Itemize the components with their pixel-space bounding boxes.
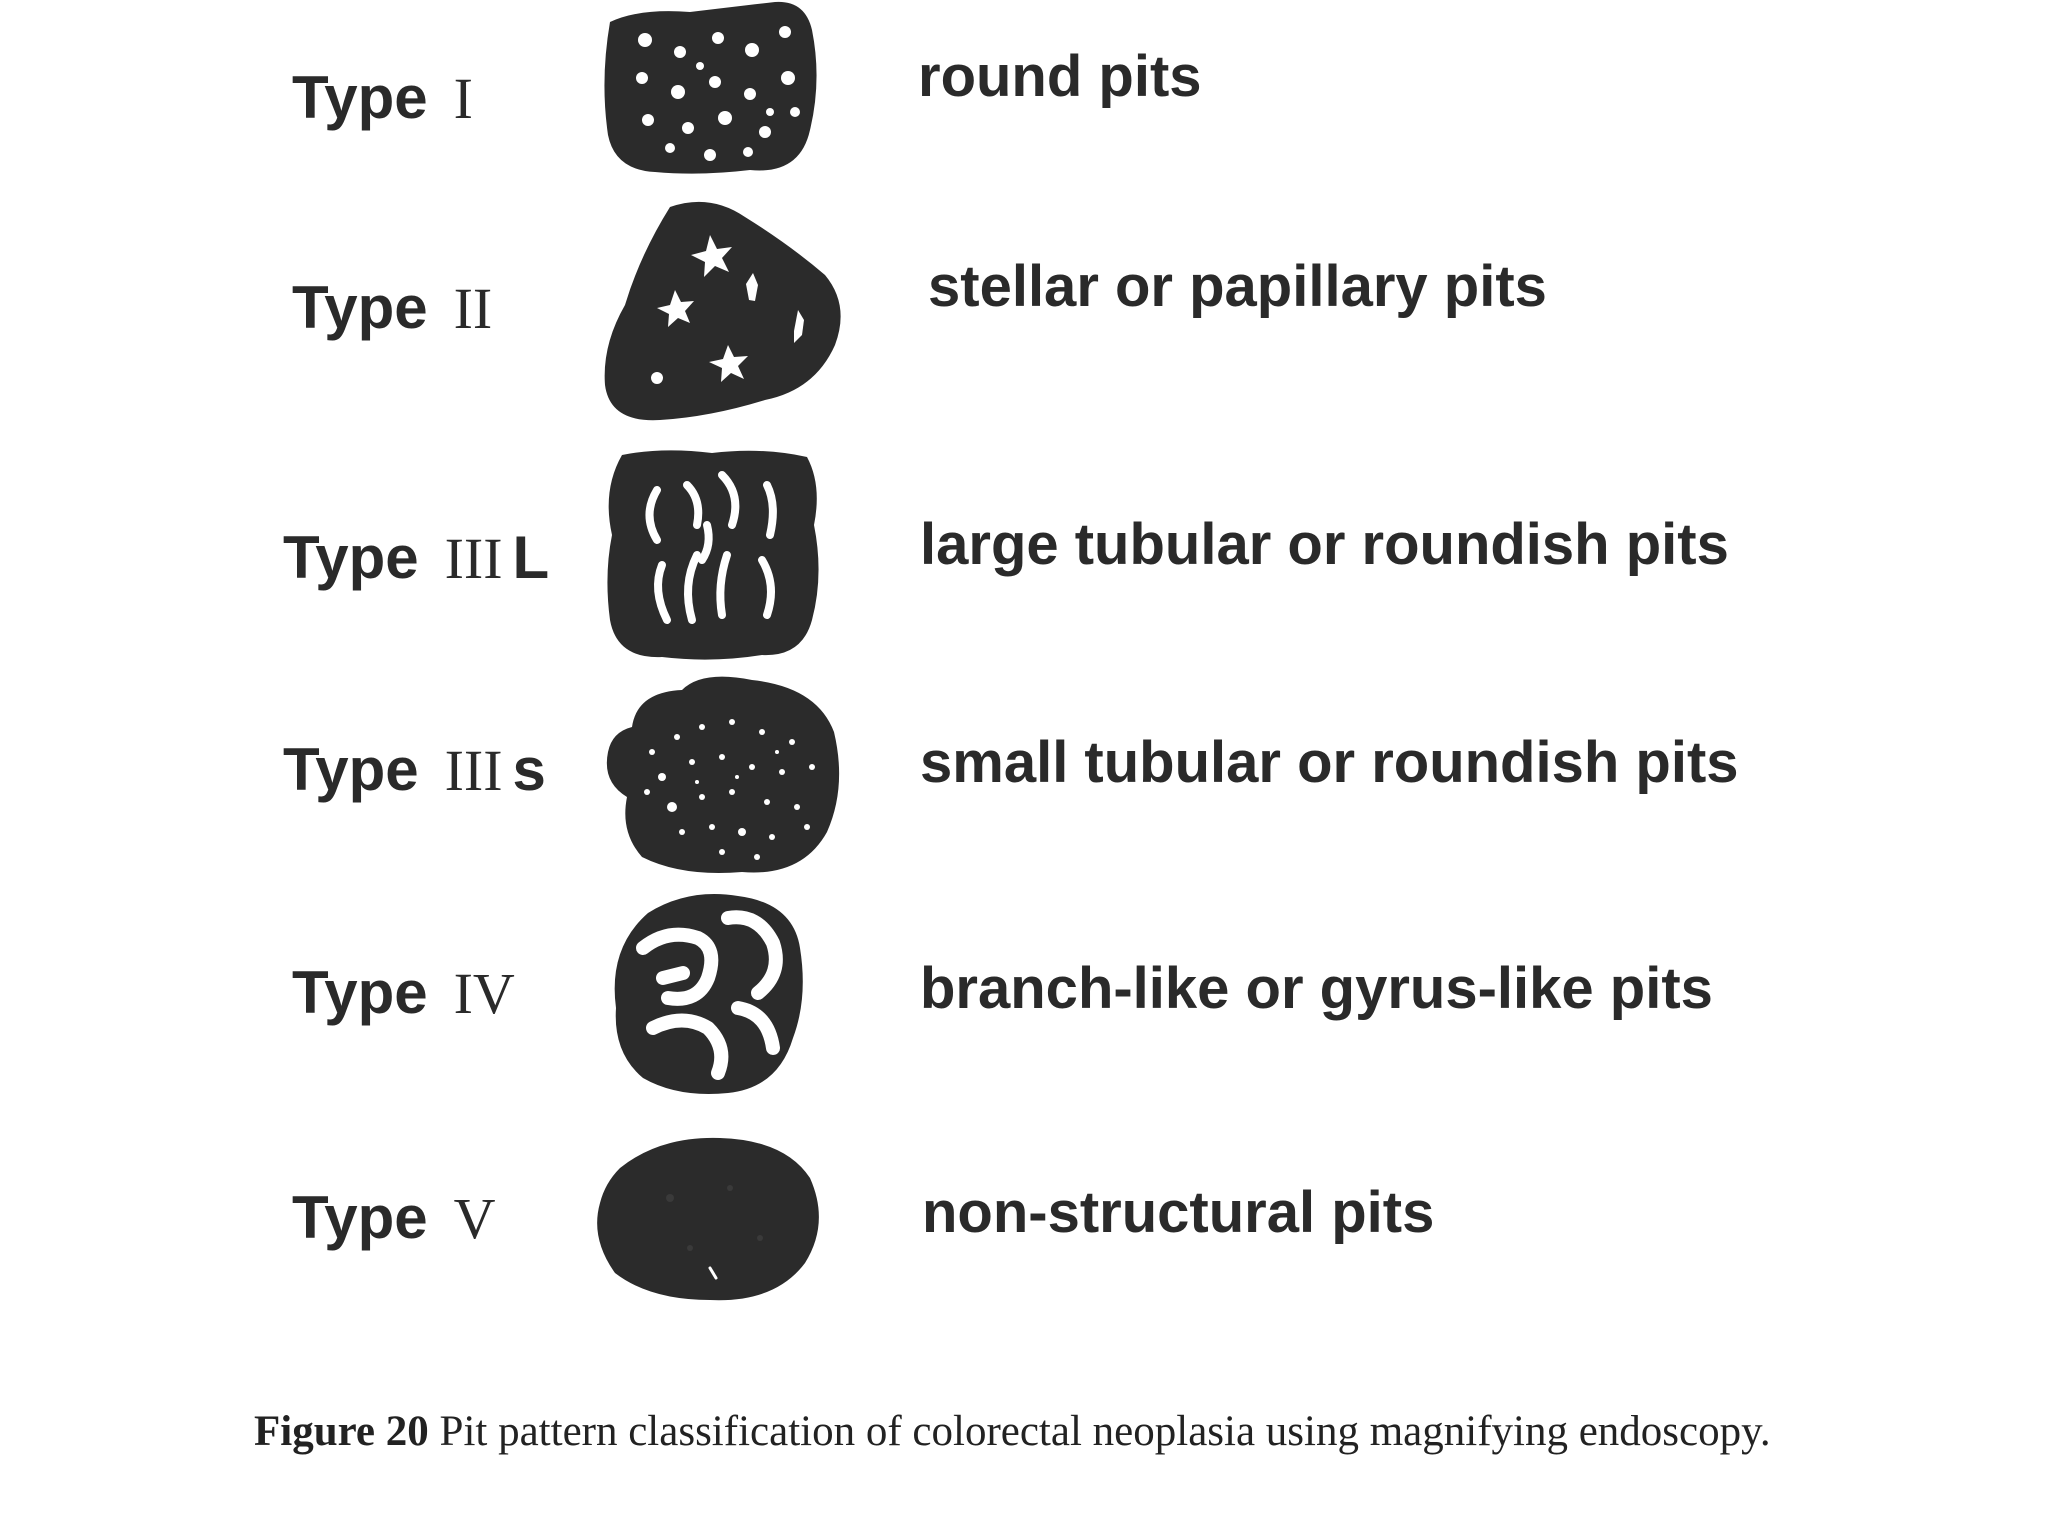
type-numeral: I xyxy=(453,66,473,131)
type-v-non-structural-pits-icon xyxy=(597,1137,819,1301)
type-iiis-small-tubular-pits-icon xyxy=(606,676,840,873)
type-numeral: III xyxy=(444,526,503,591)
type-iv-branch-pits-icon xyxy=(614,894,803,1094)
type-word: Type xyxy=(292,1184,428,1251)
type-word: Type xyxy=(292,274,428,341)
type-suffix: s xyxy=(512,736,546,803)
type-word: Type xyxy=(283,736,419,803)
type-word: Type xyxy=(292,64,428,131)
type-iiil-large-tubular-pits-icon xyxy=(607,450,819,660)
description-6: non-structural pits xyxy=(922,1180,1435,1245)
type-numeral: II xyxy=(453,276,493,341)
type-word: Type xyxy=(292,959,428,1026)
type-numeral: III xyxy=(444,738,503,803)
type-numeral: V xyxy=(453,1186,496,1251)
type-word: Type xyxy=(283,524,419,591)
type-suffix: L xyxy=(512,524,550,591)
description-2: stellar or papillary pits xyxy=(928,254,1547,319)
type-i-round-pits-icon xyxy=(604,1,817,174)
figure-number: Figure 20 xyxy=(254,1408,429,1455)
caption-text: Pit pattern classification of colorectal… xyxy=(428,1408,1771,1455)
description-1: round pits xyxy=(918,44,1202,109)
description-5: branch-like or gyrus-like pits xyxy=(920,956,1713,1021)
description-4: small tubular or roundish pits xyxy=(920,730,1739,795)
type-ii-stellar-pits-icon xyxy=(604,201,841,421)
description-3: large tubular or roundish pits xyxy=(920,512,1729,577)
figure-caption: Figure 20 Pit pattern classification of … xyxy=(254,1402,1814,1462)
type-numeral: IV xyxy=(453,961,515,1026)
